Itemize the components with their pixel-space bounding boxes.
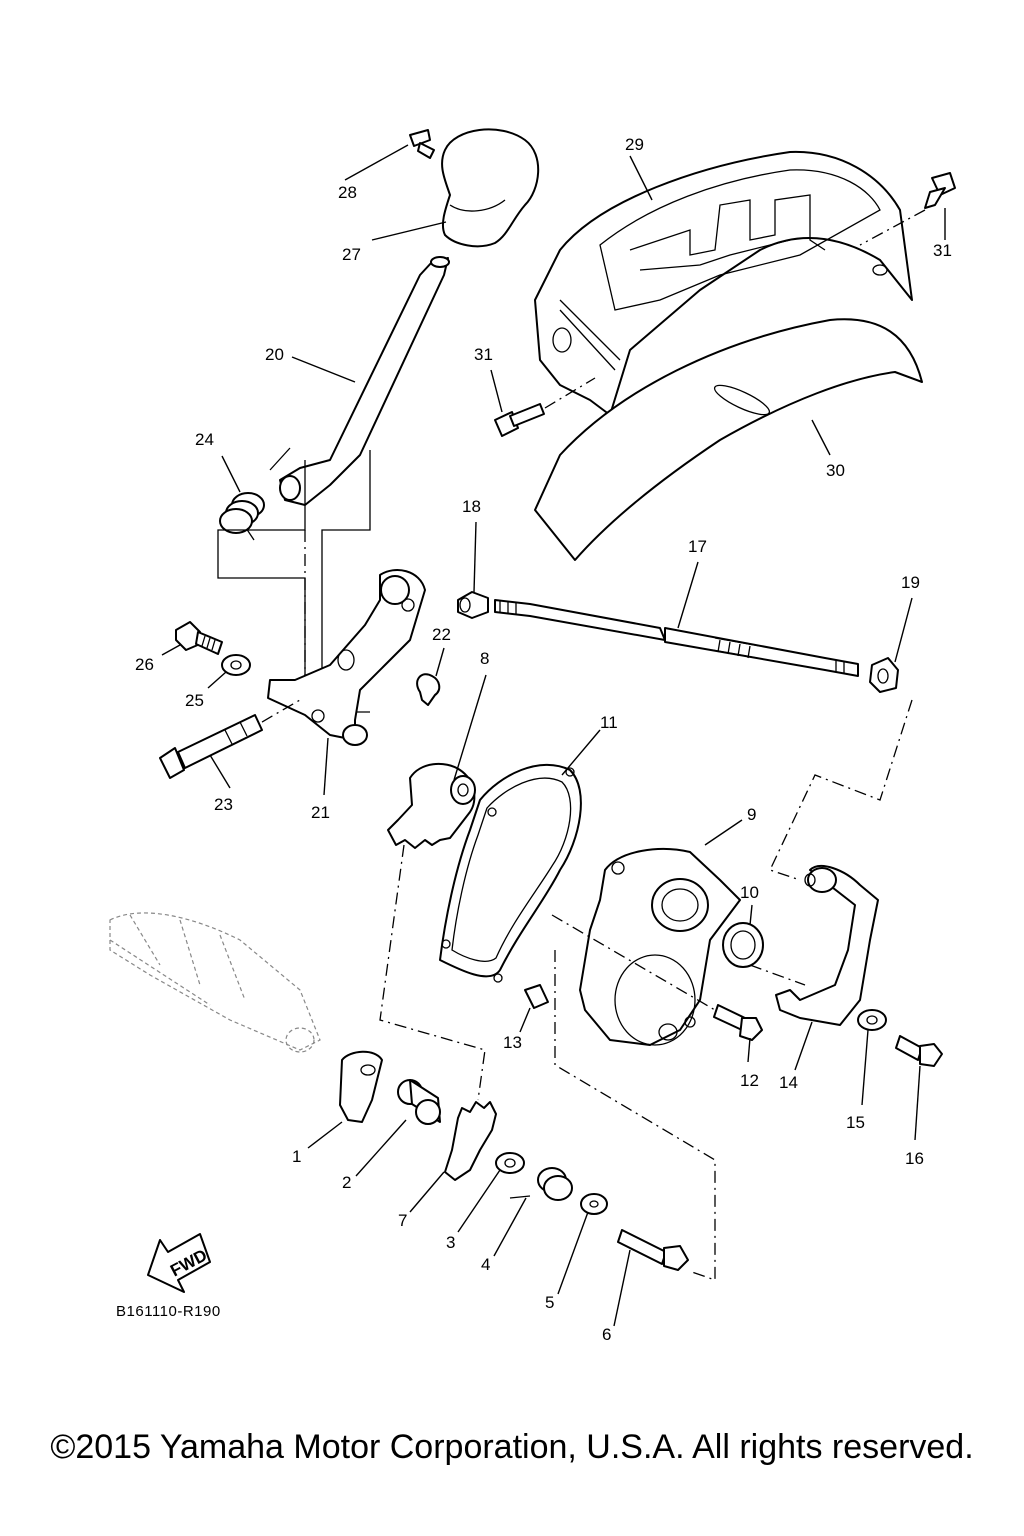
part-12-bolt [713, 1004, 763, 1041]
part-11-gasket [439, 763, 582, 983]
callout-9: 9 [747, 805, 756, 824]
part-6-bolt [617, 1229, 689, 1271]
part-2-collar [397, 1079, 441, 1125]
callout-15: 15 [846, 1113, 865, 1132]
callout-16: 16 [905, 1149, 924, 1168]
part-15-washer [857, 1009, 887, 1031]
part-28-screw [409, 129, 435, 159]
callout-27: 27 [342, 245, 361, 264]
part-27-knob [441, 128, 540, 248]
part-4-spring [509, 1167, 573, 1201]
callout-3: 3 [446, 1233, 455, 1252]
part-17-shaft [494, 599, 859, 677]
copyright-notice: ©2015 Yamaha Motor Corporation, U.S.A. A… [50, 1428, 974, 1466]
part-13-dowel [524, 984, 549, 1009]
part-5-washer [580, 1193, 608, 1215]
part-9-cover [579, 848, 741, 1046]
part-10-oil-seal [722, 922, 764, 968]
callout-labels: 28 27 20 24 29 31 31 30 18 17 19 22 8 26… [135, 135, 952, 1344]
part-8-shift-sector [387, 762, 476, 849]
part-31-bolt-left [494, 377, 596, 437]
part-24-spring [219, 447, 291, 541]
fwd-arrow-icon: FWD [147, 1233, 211, 1293]
callout-24: 24 [195, 430, 214, 449]
callout-8: 8 [480, 649, 489, 668]
callout-5: 5 [545, 1293, 554, 1312]
callout-4: 4 [481, 1255, 490, 1274]
part-20-shift-lever [279, 256, 450, 506]
callout-29: 29 [625, 135, 644, 154]
part-3-washer [495, 1152, 525, 1174]
part-14-lever [775, 865, 879, 1026]
callout-11: 11 [600, 713, 618, 732]
part-23-pin [159, 699, 301, 779]
callout-21: 21 [311, 803, 330, 822]
part-19-collar [869, 657, 899, 693]
callout-1: 1 [292, 1147, 301, 1166]
callout-20: 20 [265, 345, 284, 364]
part-18-collar [457, 591, 489, 619]
callout-17: 17 [688, 537, 707, 556]
part-21-shift-arm [267, 569, 426, 746]
callout-18: 18 [462, 497, 481, 516]
callout-23: 23 [214, 795, 233, 814]
callout-6: 6 [602, 1325, 611, 1344]
callout-7: 7 [398, 1211, 407, 1230]
leader-lines [161, 144, 946, 1327]
part-16-bolt [895, 1035, 943, 1067]
callout-31-left: 31 [474, 345, 493, 364]
shift-drum-outline [109, 912, 321, 1053]
callout-10: 10 [740, 883, 759, 902]
callout-26: 26 [135, 655, 154, 674]
callout-12: 12 [740, 1071, 759, 1090]
part-1-stopper [339, 1050, 383, 1123]
part-30-panel [534, 318, 923, 561]
callout-30: 30 [826, 461, 845, 480]
callout-19: 19 [901, 573, 920, 592]
part-29-shift-gate-cover [534, 150, 913, 416]
part-7-gear [444, 1101, 497, 1181]
callout-22: 22 [432, 625, 451, 644]
callout-28: 28 [338, 183, 357, 202]
callout-2: 2 [342, 1173, 351, 1192]
reference-code: B161110-R190 [116, 1303, 221, 1320]
callout-13: 13 [503, 1033, 522, 1052]
assembly-lines-lower [379, 699, 913, 1281]
callout-25: 25 [185, 691, 204, 710]
part-31-bolt-right [859, 172, 956, 246]
part-25-washer [221, 654, 251, 676]
part-22-clip [416, 673, 441, 706]
callout-31-right: 31 [933, 241, 952, 260]
part-26-bolt [175, 621, 223, 655]
callout-14: 14 [779, 1073, 798, 1092]
